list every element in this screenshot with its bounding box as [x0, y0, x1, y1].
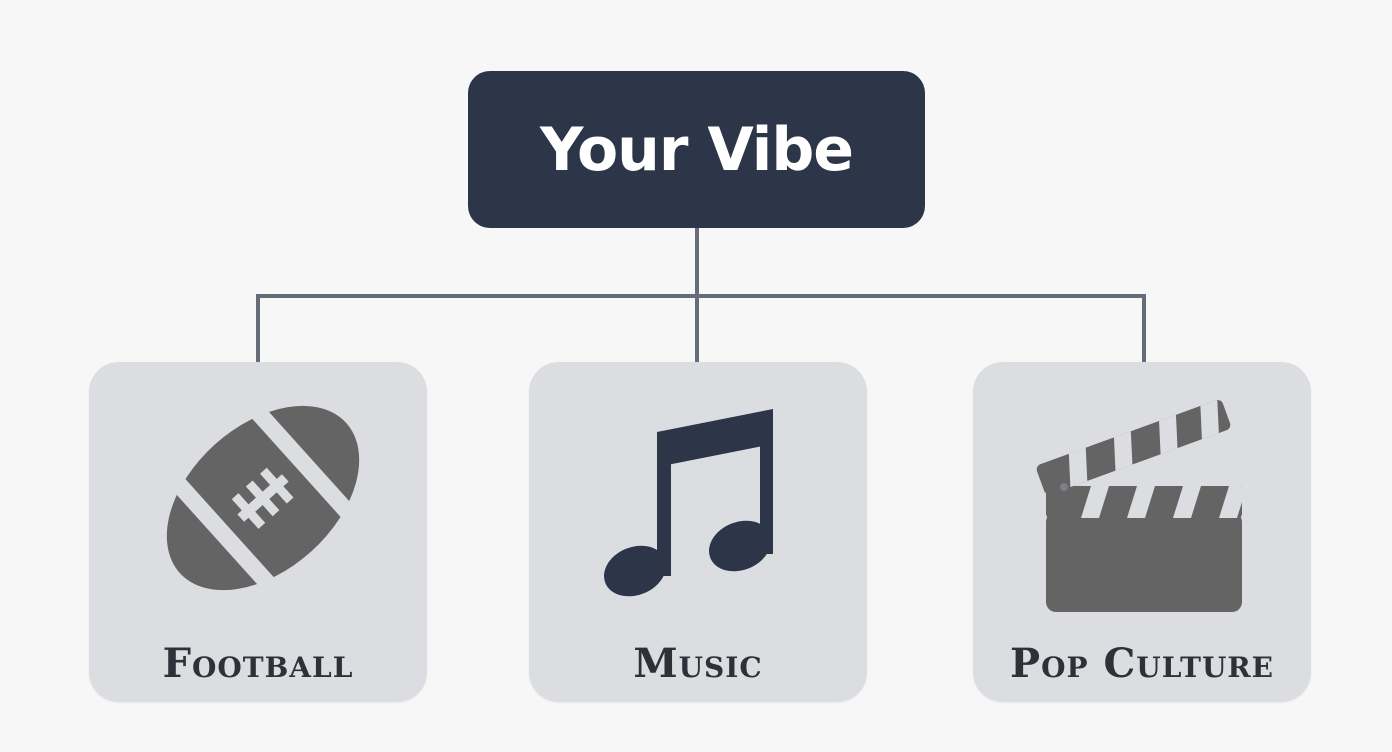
music-label: Music	[633, 640, 763, 687]
football-card: Football	[89, 362, 427, 702]
football-icon	[163, 397, 363, 599]
clapperboard-icon	[1035, 398, 1242, 612]
music-card: Music	[529, 362, 867, 702]
clapperboard-board	[1046, 512, 1242, 612]
football-label: Football	[162, 640, 354, 687]
pop-culture-card: Pop Culture	[973, 362, 1311, 702]
music-note-icon	[603, 409, 773, 597]
root-node: Your Vibe	[468, 71, 925, 228]
pop-culture-label: Pop Culture	[1010, 640, 1274, 687]
root-label: Your Vibe	[540, 114, 854, 185]
